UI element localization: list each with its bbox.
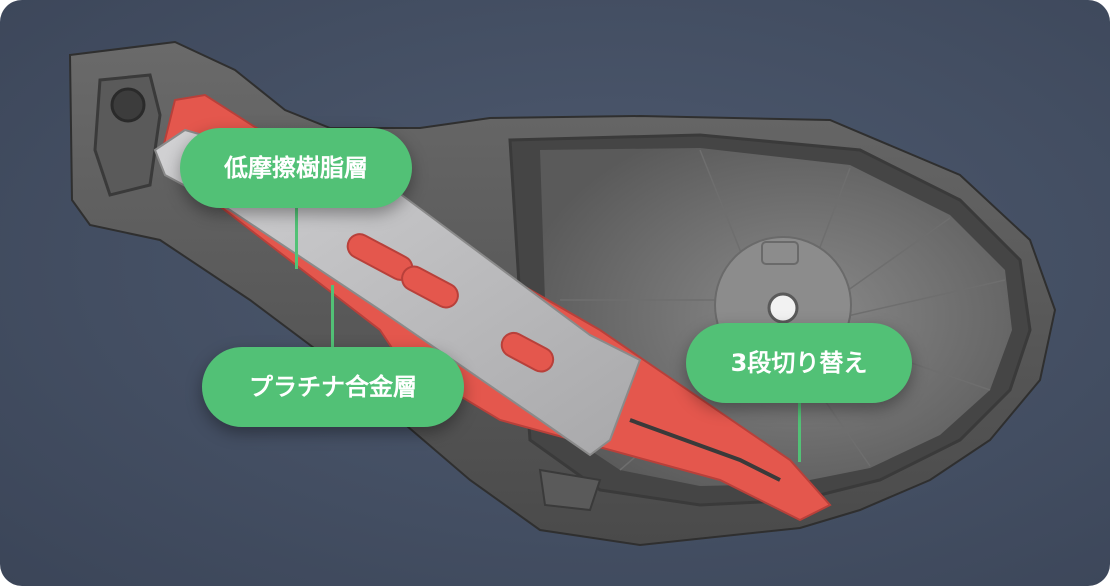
switch-dial-hole [767, 292, 799, 324]
callout-three-step-switch: 3段切り替え [686, 323, 912, 403]
lower-tab [538, 468, 602, 512]
mount-hole [110, 87, 146, 123]
callout-resin-layer: 低摩擦樹脂層 [180, 128, 412, 208]
leader-line-platinum [331, 285, 334, 347]
plate-slots [346, 233, 555, 373]
switch-dial-tab [761, 241, 799, 265]
leader-line-resin [295, 205, 298, 269]
callout-platinum-layer: プラチナ合金層 [202, 347, 464, 427]
leader-line-switch [798, 400, 801, 462]
lower-groove [629, 418, 781, 482]
